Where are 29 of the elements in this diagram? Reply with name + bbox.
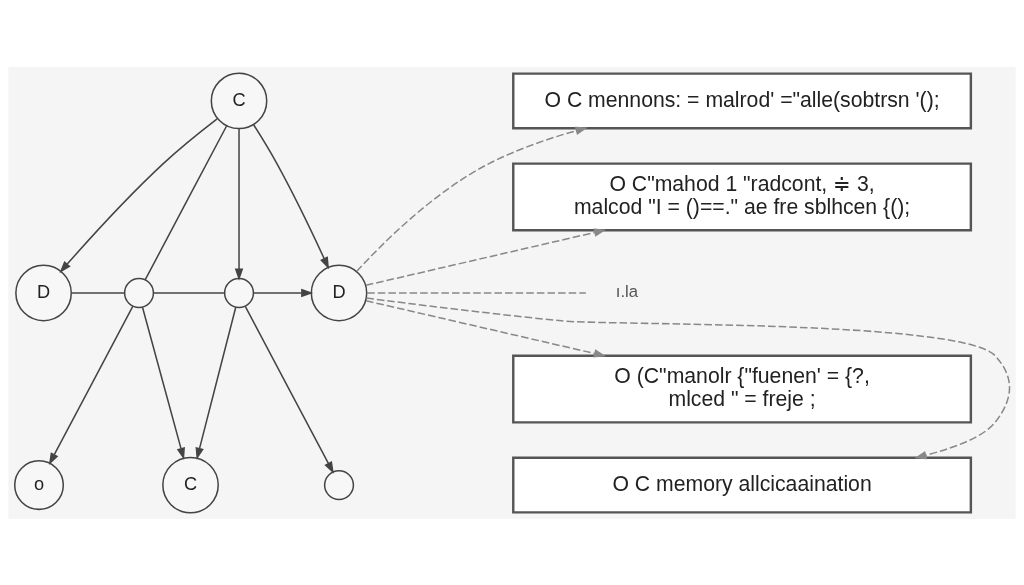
arrow xyxy=(234,127,244,281)
arrow xyxy=(365,299,607,358)
node-circle: D xyxy=(15,264,72,321)
node-circle xyxy=(323,469,355,500)
arrow xyxy=(252,123,330,269)
arrow xyxy=(252,288,314,297)
node-circle: C xyxy=(162,456,219,514)
arrow xyxy=(59,117,218,273)
arrow xyxy=(356,126,588,272)
connector xyxy=(366,291,587,294)
node-circle: o xyxy=(13,459,65,510)
connector xyxy=(71,291,126,294)
node-circle xyxy=(123,277,155,308)
node-text: ı.la xyxy=(615,281,639,301)
arrow xyxy=(244,305,334,474)
node-box: O C mennons: = malrod' ="alle(sobtrsn '(); xyxy=(512,71,973,129)
arrow xyxy=(365,296,1011,459)
node-box: O C memory allcicaaination xyxy=(512,456,973,514)
connector xyxy=(152,291,226,294)
node-circle: D xyxy=(310,264,368,321)
arrow xyxy=(48,305,134,465)
arrow xyxy=(195,306,237,460)
node-circle: C xyxy=(210,71,268,129)
node-circle xyxy=(223,277,255,308)
arrow xyxy=(141,306,185,460)
connector xyxy=(144,124,228,280)
arrow xyxy=(365,227,607,286)
node-box: O C"mahod 1 "radcont, ≑ 3, malcod "I = ()==." ae fre sblhcen {(); xyxy=(512,161,973,231)
node-box: O (C"manolr {"fuenen' = {?, mlced " = freje ; xyxy=(512,354,973,424)
